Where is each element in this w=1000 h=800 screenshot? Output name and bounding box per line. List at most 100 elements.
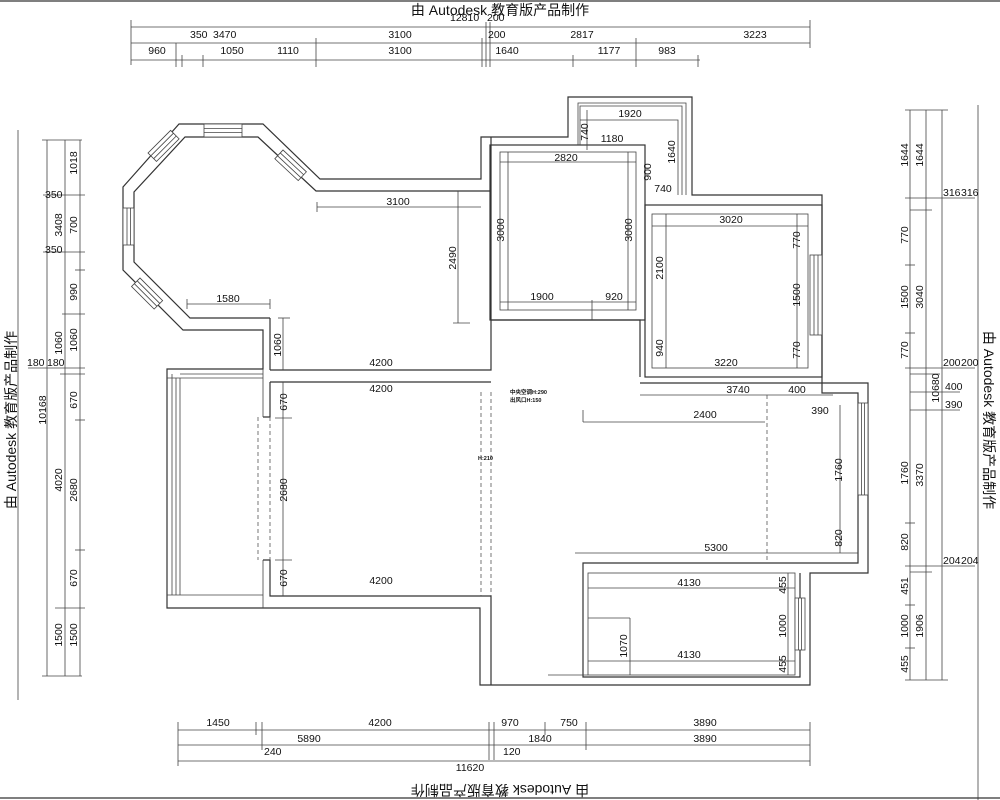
dim-bottom: 970 <box>501 717 519 729</box>
dim-left: 1060 <box>68 328 80 352</box>
dim-right: 10680 <box>930 373 942 402</box>
dim-top: 983 <box>658 45 676 57</box>
watermark-left: 由 Autodesk 教育版产品制作 <box>3 331 19 509</box>
dim-bedroom-bottom: 4130 <box>677 649 701 661</box>
dim-bedroom-right: 940 <box>654 339 666 357</box>
dim-bedroom-bottom: 455 <box>777 655 789 673</box>
bottom-dimension-lines <box>177 722 811 766</box>
dim-stair: 1920 <box>618 108 642 120</box>
dim-left: 990 <box>68 283 80 301</box>
dim-bottom: 1450 <box>206 717 230 729</box>
dim-top: 1640 <box>495 45 519 57</box>
dim-stair: 1640 <box>666 140 678 164</box>
dim-bedroom-top: 1900 <box>530 291 554 303</box>
dim-stair: 1180 <box>601 133 624 145</box>
dim-left: 180 <box>47 357 65 369</box>
dim-right: 770 <box>899 341 911 359</box>
dim-right-side: 204 <box>961 555 979 567</box>
dim-living: 400 <box>788 384 806 396</box>
dim-dining: 2680 <box>278 478 290 502</box>
left-dimension-lines <box>28 139 85 677</box>
dim-top-overall-extra: 200 <box>487 12 505 24</box>
dim-right: 1906 <box>914 614 926 638</box>
dim-right: 1000 <box>899 614 911 638</box>
dim-octagon: 2490 <box>447 246 459 270</box>
dim-left: 350 <box>45 244 63 256</box>
dim-left: 2680 <box>68 478 80 502</box>
interior-dimension-lines <box>186 191 481 596</box>
dim-right: 1644 <box>914 143 926 167</box>
dim-right-side: 204 <box>943 555 961 567</box>
dim-living: 5300 <box>704 542 728 554</box>
dim-octagon: 3100 <box>386 196 410 208</box>
windows <box>122 123 869 651</box>
dim-right: 770 <box>899 226 911 244</box>
walls <box>122 96 869 686</box>
dim-top: 1110 <box>277 45 299 57</box>
watermark-bottom: 由 Autodesk 教育版产品制作 <box>411 782 589 798</box>
dim-left: 1060 <box>53 331 65 355</box>
dim-top: 1050 <box>220 45 244 57</box>
right-dimension-lines <box>905 109 975 681</box>
dim-bottom-overall: 11620 <box>456 762 485 774</box>
dim-top: 3470 <box>213 29 237 41</box>
dim-right-side: 316 <box>943 187 961 199</box>
dim-right: 1760 <box>899 461 911 485</box>
dim-top: 350 <box>190 29 208 41</box>
dim-bottom: 3890 <box>693 733 717 745</box>
note-ac-height: 中央空调H:290 <box>510 388 547 396</box>
dim-octagon: 1580 <box>216 293 240 305</box>
dim-bottom: 3890 <box>693 717 717 729</box>
dim-bottom: 4200 <box>368 717 392 729</box>
dim-bedroom-bottom: 455 <box>777 576 789 594</box>
dim-bedroom-right: 3020 <box>719 214 743 226</box>
dim-top-overall: 12810 <box>450 12 479 24</box>
dim-top: 1177 <box>598 45 621 57</box>
dim-right-side: 390 <box>945 399 963 411</box>
dim-dining: 4200 <box>369 575 393 587</box>
dim-left-outer: 10168 <box>37 395 49 424</box>
dim-bedroom-right: 770 <box>791 231 803 249</box>
dim-right: 1500 <box>899 285 911 309</box>
dim-left: 670 <box>68 569 80 587</box>
dim-top: 2817 <box>570 29 594 41</box>
dim-left: 180 <box>27 357 45 369</box>
dim-dining: 4200 <box>369 357 393 369</box>
dim-top: 960 <box>148 45 166 57</box>
dim-top: 200 <box>488 29 506 41</box>
top-dimension-lines <box>130 20 811 67</box>
dim-bottom: 1840 <box>528 733 552 745</box>
dim-right: 451 <box>899 577 911 595</box>
opening-lines <box>257 392 768 596</box>
dim-left: 1500 <box>53 623 65 647</box>
dim-left: 1500 <box>68 623 80 647</box>
dim-dining: 4200 <box>369 383 393 395</box>
dim-stair: 900 <box>642 163 654 181</box>
dim-right: 1644 <box>899 143 911 167</box>
dim-left: 3408 <box>53 213 65 237</box>
dim-stair: 740 <box>654 183 672 195</box>
dim-dining: 670 <box>278 569 290 587</box>
dim-right-side: 200 <box>961 357 979 369</box>
dim-right-side: 400 <box>945 381 963 393</box>
dim-living: 2400 <box>693 409 717 421</box>
dim-bedroom-top: 3000 <box>623 218 635 242</box>
dim-bottom: 750 <box>560 717 578 729</box>
note-opening-height: H:210 <box>478 456 493 462</box>
dim-bedroom-right: 1500 <box>791 283 803 307</box>
dim-bedroom-right: 3220 <box>714 357 738 369</box>
dim-bottom-small: 120 <box>503 746 521 758</box>
dim-dining: 670 <box>278 393 290 411</box>
dim-top: 3100 <box>388 45 412 57</box>
watermark-right: 由 Autodesk 教育版产品制作 <box>981 331 997 509</box>
dim-bedroom-right: 770 <box>791 341 803 359</box>
dim-bedroom-right: 2100 <box>654 256 666 280</box>
dim-right: 820 <box>899 533 911 551</box>
dim-bedroom-top: 920 <box>605 291 623 303</box>
dim-left: 1018 <box>68 151 80 175</box>
dim-living: 1760 <box>833 458 845 482</box>
dim-stair: 740 <box>579 123 591 141</box>
dim-left: 350 <box>45 189 63 201</box>
dim-top: 3100 <box>388 29 412 41</box>
dim-left: 700 <box>68 216 80 234</box>
